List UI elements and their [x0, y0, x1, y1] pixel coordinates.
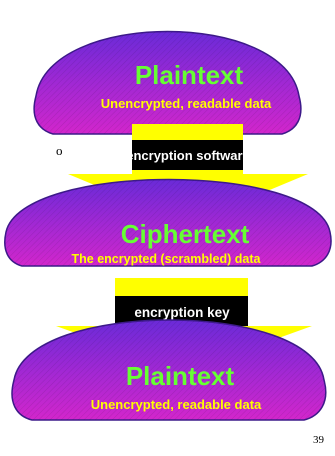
- page-number: 39: [313, 434, 325, 446]
- arrow-label: encryption key: [134, 305, 230, 320]
- stage-title: Plaintext: [126, 361, 235, 391]
- side-text-fragment: o: [56, 143, 63, 158]
- stage-plaintext-top: Plaintext Unencrypted, readable data: [33, 30, 302, 135]
- stage-title: Ciphertext: [121, 219, 250, 249]
- stage-ciphertext: Ciphertext The encrypted (scrambled) dat…: [4, 178, 332, 267]
- stage-subtitle: The encrypted (scrambled) data: [72, 252, 262, 266]
- label-background: [132, 140, 243, 170]
- stage-subtitle: Unencrypted, readable data: [91, 397, 262, 412]
- arrow-label: encryption software: [126, 148, 250, 163]
- stage-title: Plaintext: [135, 60, 244, 90]
- stage-subtitle: Unencrypted, readable data: [101, 96, 272, 111]
- stage-plaintext-bottom: Plaintext Unencrypted, readable data: [11, 319, 327, 421]
